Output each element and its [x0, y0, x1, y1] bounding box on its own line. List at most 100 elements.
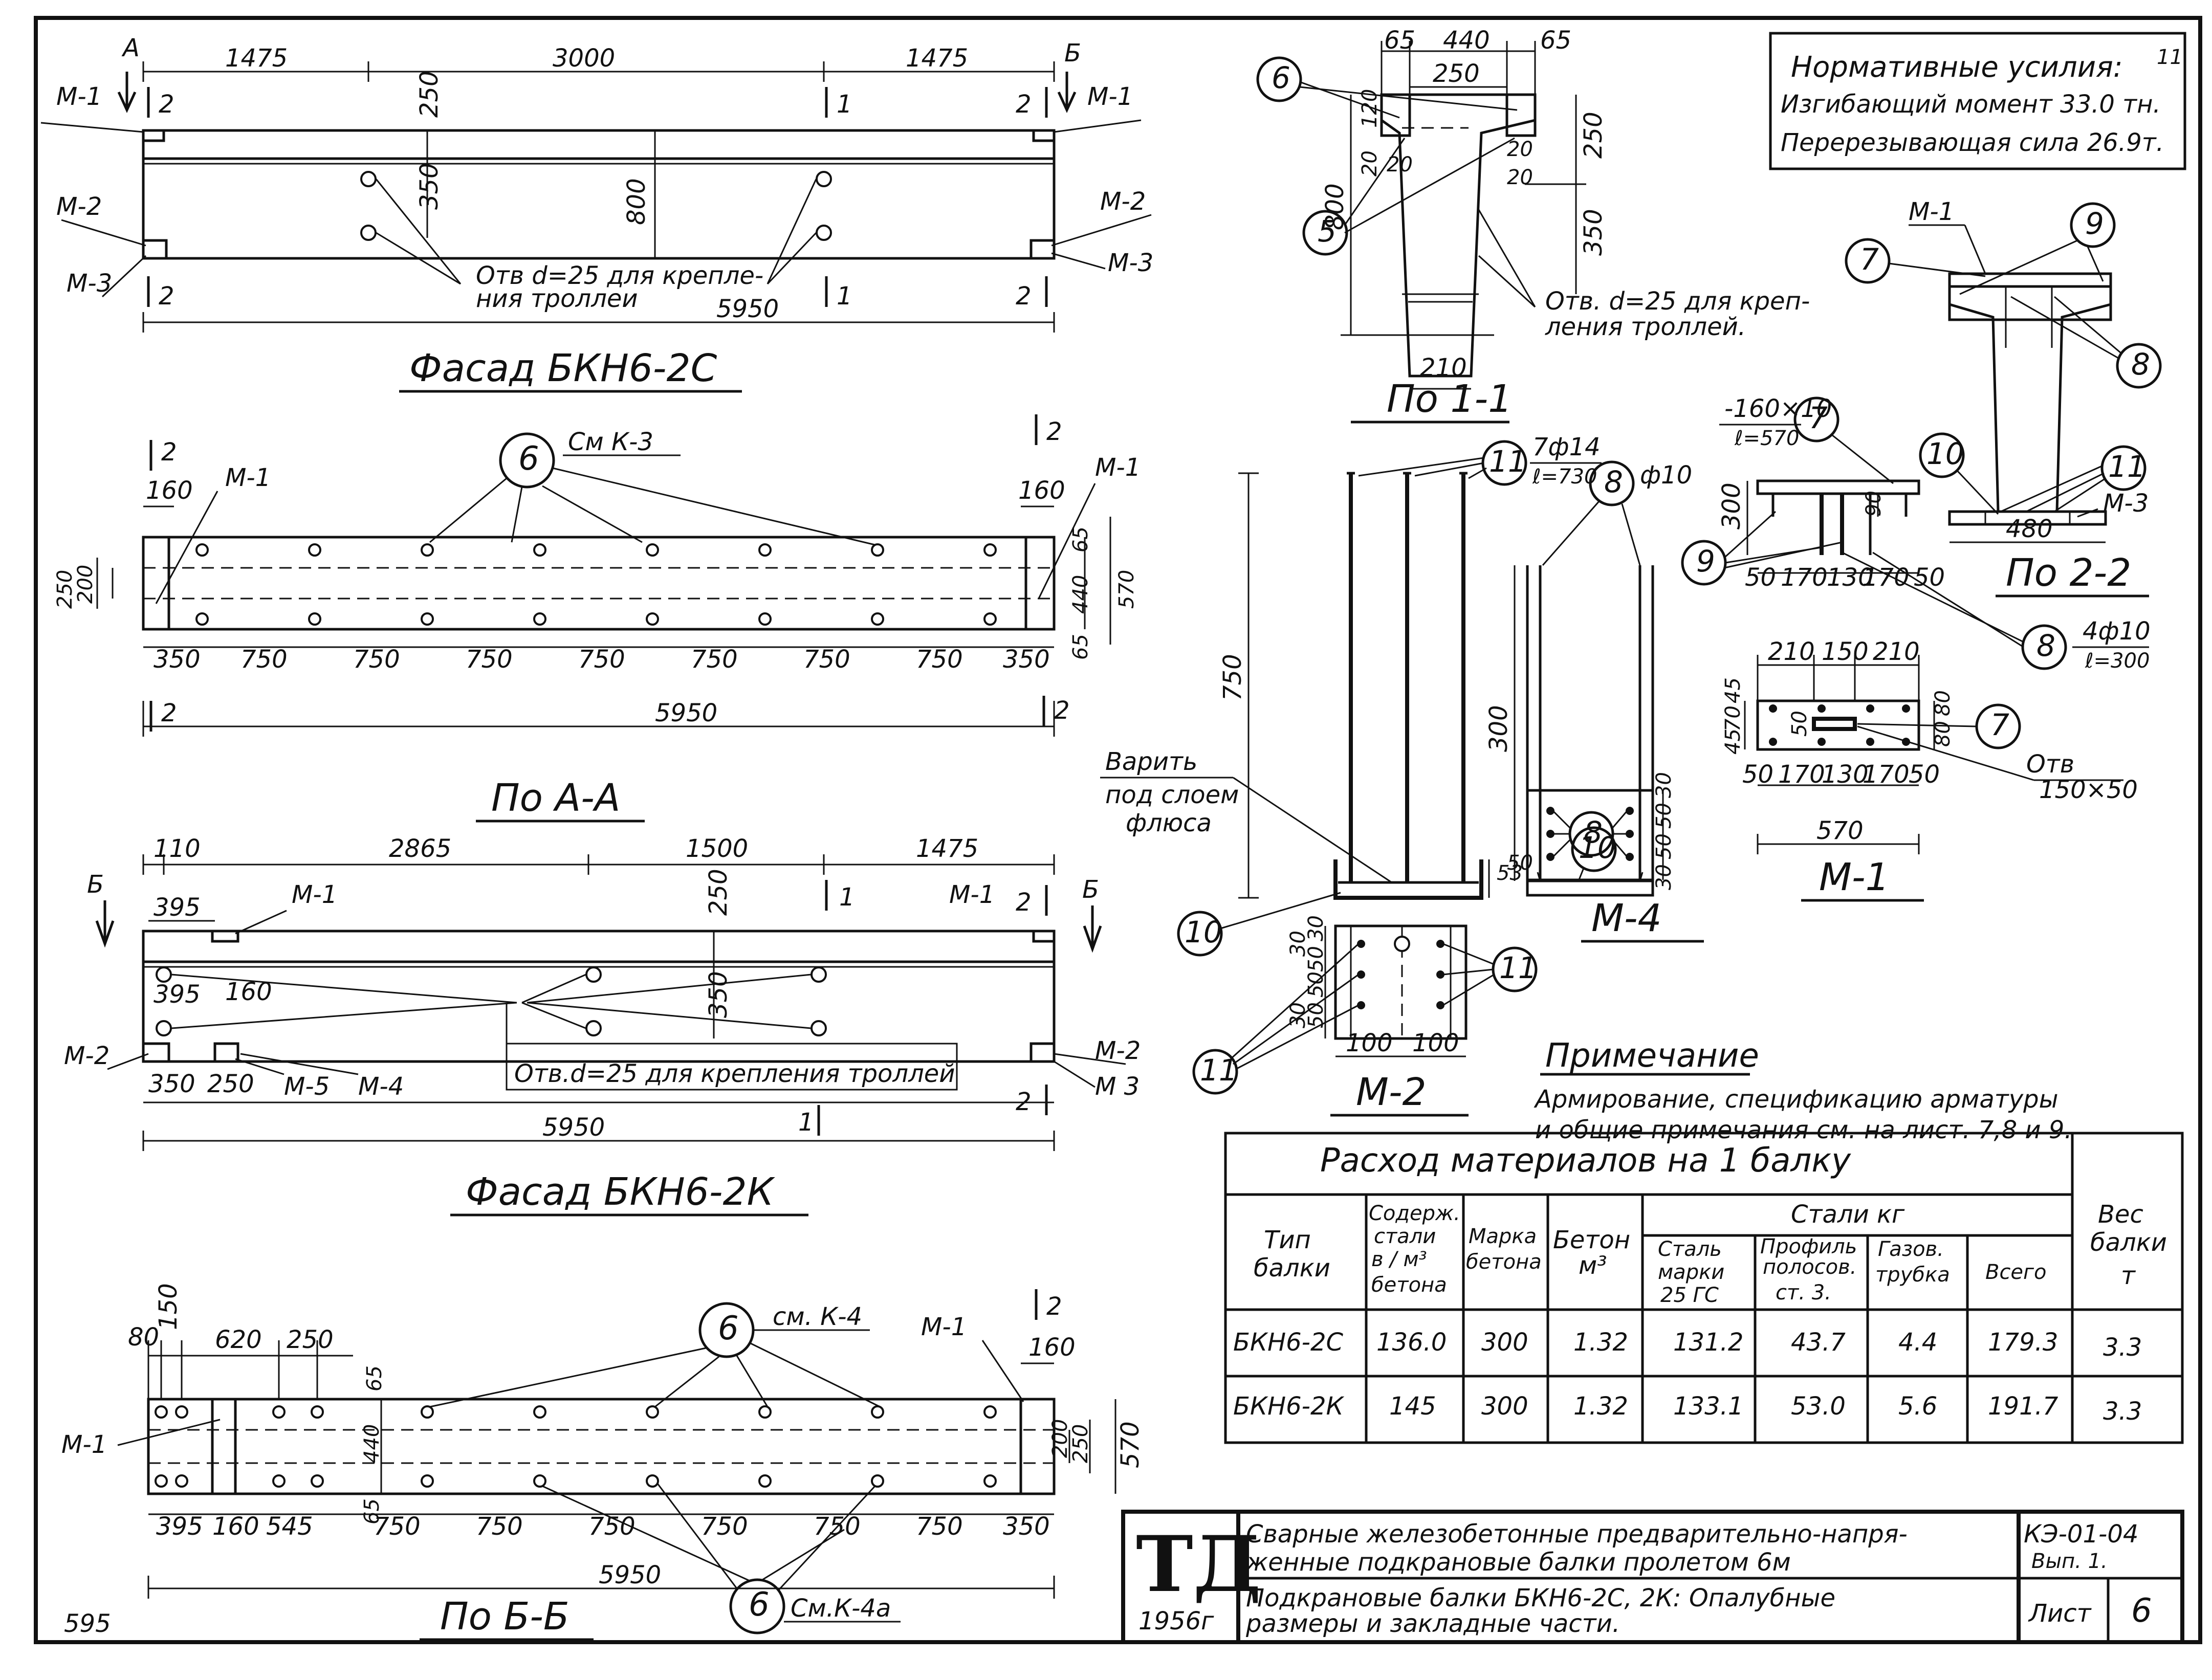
view-bb-dim-b3: 545: [266, 1512, 313, 1541]
plate-callout-9-label: 9: [1696, 544, 1715, 579]
materials-table: Расход материалов на 1 балку Тип балки С…: [1224, 1132, 2184, 1444]
view-aa-dim-b7: 750: [803, 645, 850, 674]
view-bb-dim-b8: 750: [814, 1512, 861, 1541]
view-aa-dim-160-left: 160: [146, 476, 193, 505]
section-22-m3: М-3: [2103, 489, 2149, 518]
table-cell: 3.3: [2103, 1333, 2142, 1362]
facade-k-m3-right: М 3: [1095, 1072, 1140, 1101]
section-11-callout-6: [1256, 56, 1302, 102]
facade-c-section-2: 2: [1016, 90, 1032, 119]
view-aa-section-2: 2: [1046, 417, 1062, 446]
plate-dim-b2: 170: [1781, 563, 1828, 592]
table-h-total: Всего: [1985, 1261, 2047, 1284]
table-cell: 53.0: [1791, 1392, 1846, 1421]
title-sheet-number: 6: [2131, 1592, 2152, 1630]
view-bb-dim-150: 150: [154, 1283, 183, 1330]
m2-dim-100a: 100: [1346, 1029, 1393, 1057]
view-aa-right-dim-440: 440: [1069, 575, 1092, 614]
m1-dim-b5: 50: [1909, 760, 1940, 789]
table-cell: 300: [1481, 1392, 1528, 1421]
table-h-sc-2: стали: [1374, 1225, 1436, 1248]
facade-c-dim-right: 1475: [906, 44, 968, 73]
view-aa-dim-b9: 350: [1003, 645, 1050, 674]
title-line-4: размеры и закладные части.: [1245, 1609, 1620, 1638]
m2-detail: 30 50 50 30 50 30 100 100 11 11 М-2: [1192, 915, 1538, 1117]
plate-len: ℓ=570: [1734, 427, 1799, 450]
view-aa-callout-label: 6: [518, 440, 539, 478]
rebar-weld-3: флюса: [1126, 809, 1212, 837]
view-bb-dim-b9: 750: [916, 1512, 963, 1541]
rebar-callout-8: [1589, 460, 1635, 506]
facade-c-hole: [816, 171, 832, 187]
plate-bars: 4ф10: [2083, 617, 2151, 646]
rebar-callout-10-channel: [1571, 826, 1617, 872]
section-22-callout-7-label: 7: [1860, 242, 1879, 277]
view-bb-dim-total: 5950: [599, 1561, 661, 1589]
view-bb-dim-b1: 395: [156, 1512, 203, 1541]
section-11-dim-20d: 20: [1507, 166, 1533, 189]
view-aa-m1-right: М-1: [1095, 453, 1141, 482]
view-bb-dim-65: 65: [363, 1365, 386, 1391]
m1-dim-50-inner: 50: [1788, 711, 1811, 737]
facade-k-hole: [585, 966, 602, 983]
table-h-grade-1: Марка: [1469, 1225, 1537, 1248]
rebar-weld-2: под слоем: [1105, 781, 1239, 809]
table-h-25gs-2: марки: [1658, 1261, 1724, 1284]
table-h-steel-group: Стали кг: [1791, 1200, 1905, 1229]
view-aa-holes: [195, 543, 997, 626]
facade-k-dim-1475: 1475: [916, 834, 978, 863]
section-11-dim-65-left: 65: [1384, 26, 1415, 55]
sheet-frame: [34, 16, 2202, 1644]
table-h-type-1: Тип: [1264, 1226, 1311, 1254]
section-22-callout-8: [2116, 343, 2162, 389]
view-bb-dim-250: 250: [287, 1325, 334, 1354]
m1-dim-b4: 170: [1863, 760, 1910, 789]
m1-dim-45a: 45: [1721, 677, 1745, 703]
norms-moment: Изгибающий момент 33.0 тн.: [1781, 90, 2161, 119]
view-aa-dim-b6: 750: [691, 645, 738, 674]
facade-c-mark-b: Б: [1064, 39, 1081, 68]
title-year: 1956г: [1138, 1607, 1214, 1635]
view-aa: 6 См К-3 2 2 М-1 М-1 160 160 250 200 65 …: [53, 414, 1141, 823]
facade-k-dim-250: 250: [704, 869, 733, 916]
title-line-2: женные подкрановые балки пролетом 6м: [1245, 1548, 1791, 1577]
section-11-dim-20c: 20: [1507, 138, 1533, 161]
view-aa-callout-6: [499, 432, 555, 489]
m1-callout-7-label: 7: [1990, 708, 2009, 742]
facade-c-mark-a: А: [121, 34, 140, 62]
view-bb-callout-label: 6: [718, 1310, 739, 1347]
facade-c-hole-note-2: ния троллеи: [476, 284, 638, 313]
m2-callout-11-left: [1192, 1049, 1238, 1095]
title-issue: Вып. 1.: [2031, 1550, 2108, 1573]
rebar-bars-11: 7ф14: [1532, 433, 1601, 461]
table-h-concrete-1: Бетон: [1553, 1226, 1630, 1254]
rebar-callout-10-channel-label: 10: [1579, 830, 1616, 865]
m1-title: М-1: [1819, 855, 1890, 899]
table-cell: 133.1: [1673, 1392, 1743, 1421]
note-title: Примечание: [1545, 1037, 1759, 1075]
plate-callout-8-label: 8: [2036, 628, 2055, 663]
m4-title: М-4: [1591, 896, 1662, 940]
view-aa-ref: См К-3: [568, 428, 653, 456]
m1-dim-b1: 50: [1742, 760, 1773, 789]
view-bb-dim-620: 620: [215, 1325, 262, 1354]
m1-dim-80b: 80: [1931, 721, 1955, 747]
m1-dim-210b: 210: [1873, 637, 1920, 666]
m1-dim-total: 570: [1816, 816, 1864, 845]
view-aa-dim-b8: 750: [916, 645, 963, 674]
section-11-dim-440: 440: [1443, 26, 1490, 55]
rebar-callout-11-label: 11: [1489, 444, 1527, 479]
facade-c-dim-total: 5950: [716, 295, 779, 323]
view-bb-dim-160: 160: [1028, 1333, 1076, 1362]
rebar-weld-1: Варить: [1105, 747, 1197, 776]
facade-c-section-2: 2: [1016, 282, 1032, 311]
section-2-2: 480 7 9 8 10 11 М-1 М-3 По 2-2: [1845, 197, 2162, 598]
rebar-callout-10-label: 10: [1185, 915, 1222, 949]
m4-dim-50a: 50: [1652, 803, 1676, 829]
view-bb-left-dim-440: 440: [360, 1424, 384, 1463]
view-bb-ref-bottom: См.К-4а: [791, 1594, 891, 1623]
table-cell: 191.7: [1988, 1392, 2058, 1421]
view-aa-left-dim-200: 200: [74, 565, 97, 604]
plate-bars-len: ℓ=300: [2085, 649, 2150, 673]
